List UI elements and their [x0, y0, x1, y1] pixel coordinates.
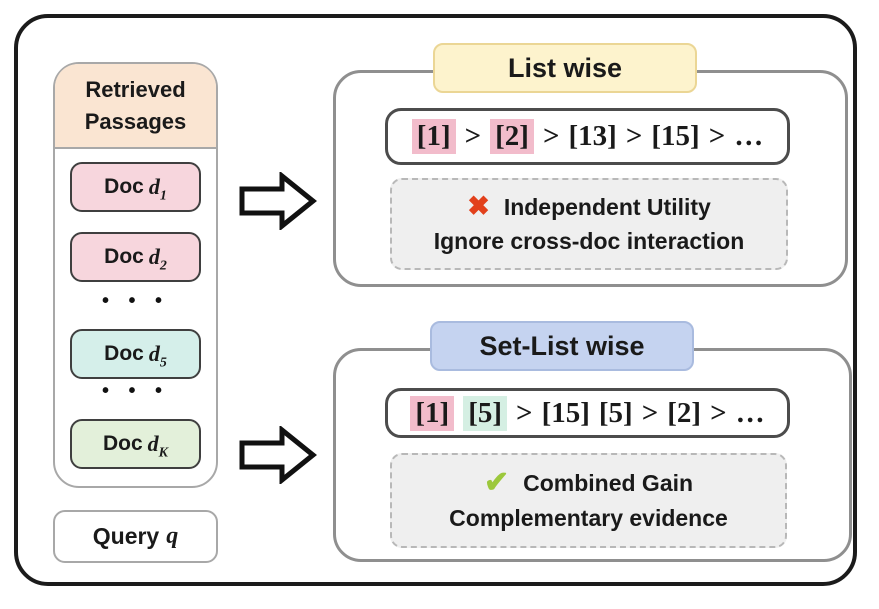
ranking-token: [15]	[651, 120, 700, 152]
ranking-token-highlighted: [1]	[410, 395, 455, 431]
setlistwise-title-badge: Set-List wise	[430, 321, 694, 371]
ranking-token-highlighted: [1]	[411, 119, 456, 154]
ranking-token: [13]	[568, 120, 617, 152]
ranking-token: [15]	[541, 396, 590, 429]
note-text: Combined Gain	[523, 470, 694, 496]
note-text: Ignore cross-doc interaction	[433, 228, 745, 254]
query-box: Query q	[53, 510, 218, 563]
outer-frame	[14, 14, 857, 586]
ranking-token: >	[464, 120, 482, 152]
doc-card-d5: Doc d5	[70, 329, 201, 379]
ranking-token: >	[710, 396, 727, 429]
ranking-token: >	[516, 396, 533, 429]
ranking-token: [2]	[667, 396, 702, 429]
doc-card-dK: Doc dK	[70, 419, 201, 469]
ranking-token: …	[734, 120, 764, 152]
ellipsis: • • •	[101, 380, 170, 402]
doc-label: Doc	[102, 432, 143, 455]
doc-subscript: 5	[159, 355, 167, 371]
retrieved-passages-panel: Retrieved Passages Doc d1 Doc d2 • • • D…	[53, 62, 218, 488]
ellipsis: • • •	[101, 290, 170, 312]
listwise-note-box: ✖ Independent Utility Ignore cross-doc i…	[390, 178, 788, 270]
ranking-token: >	[641, 396, 659, 429]
setlistwise-note-box: ✔ Combined Gain Complementary evidence	[390, 453, 787, 548]
doc-label: Doc	[104, 245, 144, 268]
doc-card-d1: Doc d1	[70, 162, 201, 212]
cross-icon: ✖	[467, 191, 490, 222]
doc-variable: d2	[148, 244, 167, 274]
listwise-ranking-box: [1] > [2] > [13] > [15] > …	[385, 108, 790, 165]
doc-variable: dK	[147, 431, 169, 461]
setlistwise-ranking-box: [1] [5] > [15] [5] > [2] > …	[385, 388, 790, 438]
ranking-token: …	[735, 396, 765, 429]
arrow-right-icon	[239, 172, 317, 230]
note-text: Independent Utility	[503, 193, 711, 220]
retrieved-passages-header: Retrieved Passages	[55, 64, 216, 149]
ranking-token-highlighted: [5]	[463, 395, 508, 431]
listwise-title-badge: List wise	[433, 43, 697, 93]
doc-variable: d1	[148, 174, 167, 204]
check-icon: ✔	[483, 466, 510, 500]
note-line: ✖ Independent Utility	[392, 190, 786, 225]
ranking-token-highlighted: [2]	[490, 119, 534, 154]
doc-label: Doc	[104, 175, 144, 198]
arrow-right-icon	[239, 426, 317, 484]
doc-card-d2: Doc d2	[70, 232, 201, 282]
query-variable: q	[166, 523, 179, 549]
ranking-token: [5]	[598, 396, 633, 429]
query-label: Query	[92, 523, 160, 549]
note-text: Complementary evidence	[449, 504, 728, 531]
note-line: ✔ Combined Gain	[392, 466, 785, 501]
ranking-token: >	[625, 120, 643, 152]
doc-label: Doc	[104, 342, 144, 365]
doc-variable: d5	[148, 341, 167, 371]
doc-subscript: 2	[159, 258, 167, 274]
doc-subscript: K	[158, 445, 169, 461]
doc-subscript: 1	[159, 188, 167, 204]
ranking-token: >	[542, 120, 560, 152]
ranking-token: >	[708, 120, 726, 152]
